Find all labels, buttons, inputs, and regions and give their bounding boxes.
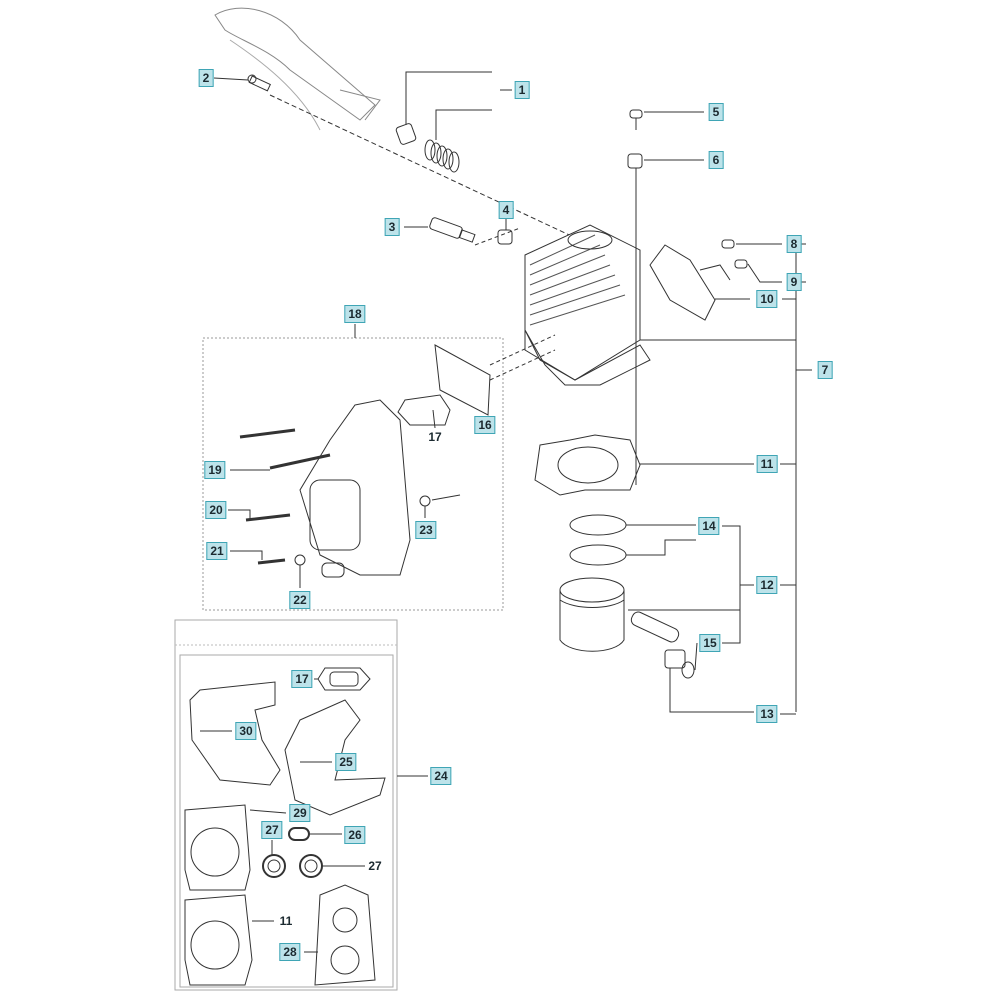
callout-18[interactable]: 18 <box>344 305 366 323</box>
callout-17-muffler: 17 <box>425 429 445 445</box>
heat-shield-shape <box>434 344 491 416</box>
callout-3[interactable]: 3 <box>384 218 400 236</box>
handle-part <box>214 7 376 121</box>
callout-14[interactable]: 14 <box>698 517 720 535</box>
callout-5[interactable]: 5 <box>708 103 724 121</box>
callout-27-left[interactable]: 27 <box>261 821 283 839</box>
callout-22[interactable]: 22 <box>289 591 311 609</box>
callout-7[interactable]: 7 <box>817 361 833 379</box>
callout-29[interactable]: 29 <box>289 804 311 822</box>
piston-shape <box>559 577 625 652</box>
callout-2[interactable]: 2 <box>198 69 214 87</box>
callout-17-kit[interactable]: 17 <box>291 670 313 688</box>
screw-2-shape <box>247 74 271 92</box>
callout-30[interactable]: 30 <box>235 722 257 740</box>
callout-12[interactable]: 12 <box>756 576 778 594</box>
callout-4[interactable]: 4 <box>498 201 514 219</box>
valve-3-shape <box>429 217 476 243</box>
callout-13[interactable]: 13 <box>756 705 778 723</box>
callout-11[interactable]: 11 <box>756 455 778 473</box>
nut-shape <box>395 123 417 145</box>
callout-8[interactable]: 8 <box>786 235 802 253</box>
callout-27-right: 27 <box>365 858 385 874</box>
callout-28[interactable]: 28 <box>279 943 301 961</box>
callout-15[interactable]: 15 <box>699 634 721 652</box>
callout-19[interactable]: 19 <box>204 461 226 479</box>
callout-10[interactable]: 10 <box>756 290 778 308</box>
callout-21[interactable]: 21 <box>206 542 228 560</box>
callout-25[interactable]: 25 <box>335 753 357 771</box>
muffler-gasket-shape <box>397 394 451 426</box>
callout-9[interactable]: 9 <box>786 273 802 291</box>
callout-26[interactable]: 26 <box>344 826 366 844</box>
callout-6[interactable]: 6 <box>708 151 724 169</box>
callout-11-kit: 11 <box>276 913 296 929</box>
handle-part-inner <box>229 39 321 131</box>
spring-shape <box>424 139 460 173</box>
callout-24[interactable]: 24 <box>430 767 452 785</box>
callout-1[interactable]: 1 <box>514 81 530 99</box>
callout-20[interactable]: 20 <box>205 501 227 519</box>
callout-23[interactable]: 23 <box>415 521 437 539</box>
cylinder-gasket-shape <box>534 434 641 496</box>
callout-16[interactable]: 16 <box>474 416 496 434</box>
muffler-shape <box>299 399 411 576</box>
cylinder-shape <box>524 224 651 386</box>
bracket-shape <box>649 244 716 321</box>
